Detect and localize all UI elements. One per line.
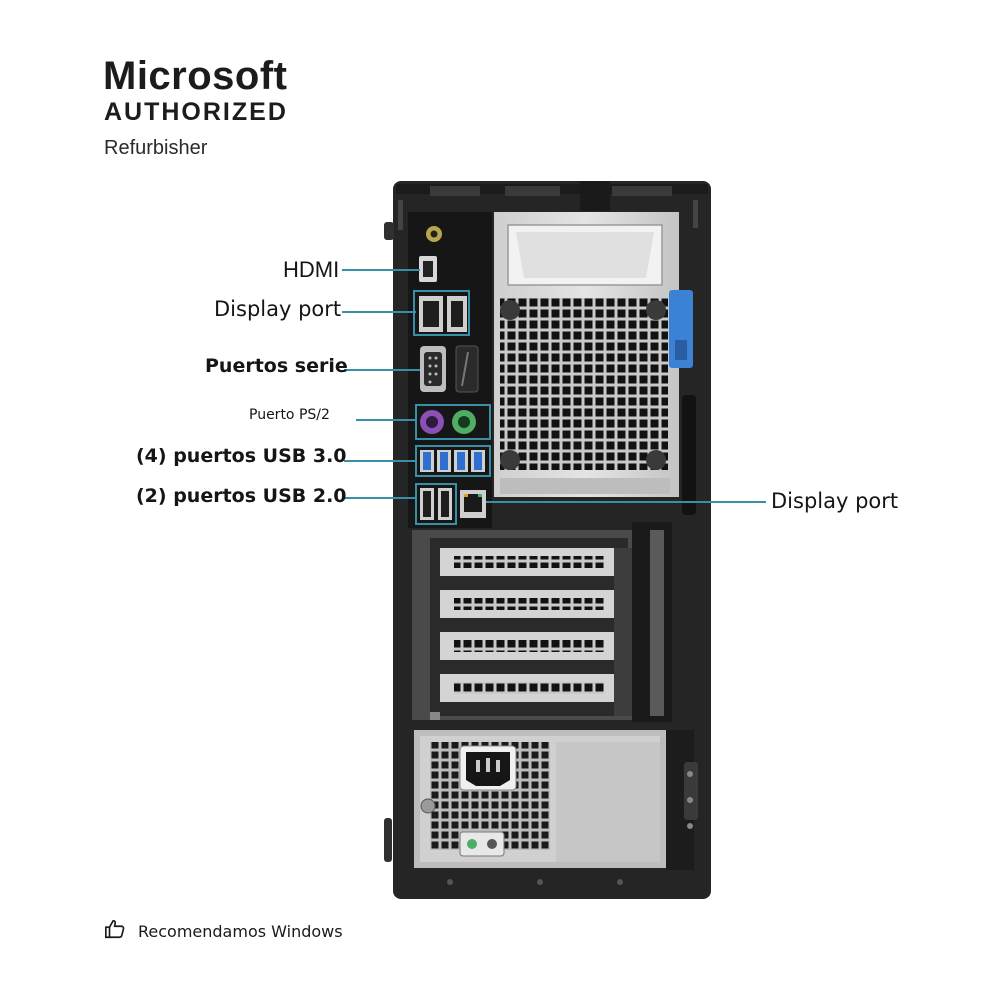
power-supply [414,730,666,868]
rear-io-panel [408,212,492,528]
callout-serial-ports: Puertos serie [205,355,348,377]
expansion-slots [412,522,672,722]
footer-text: Recomendamos Windows [138,921,343,941]
callout-lines [342,269,766,503]
bottom-bracket [666,730,698,870]
microsoft-logo-refurbisher: Refurbisher [104,137,208,159]
callout-display-port-top: Display port [214,297,342,321]
callout-display-port-right: Display port [771,489,899,513]
microsoft-logo-title: Microsoft [103,54,288,98]
microsoft-logo-authorized: AUTHORIZED [104,98,288,126]
fan-grill-area [494,212,679,497]
thumbs-up-icon [104,918,126,944]
callout-usb3: (4) puertos USB 3.0 [136,445,347,467]
callout-ps2: Puerto PS/2 [249,407,330,423]
footer-recommendation: Recomendamos Windows [104,918,343,944]
callout-usb2: (2) puertos USB 2.0 [136,485,347,507]
callout-hdmi: HDMI [283,257,340,282]
blue-latch [669,290,693,368]
